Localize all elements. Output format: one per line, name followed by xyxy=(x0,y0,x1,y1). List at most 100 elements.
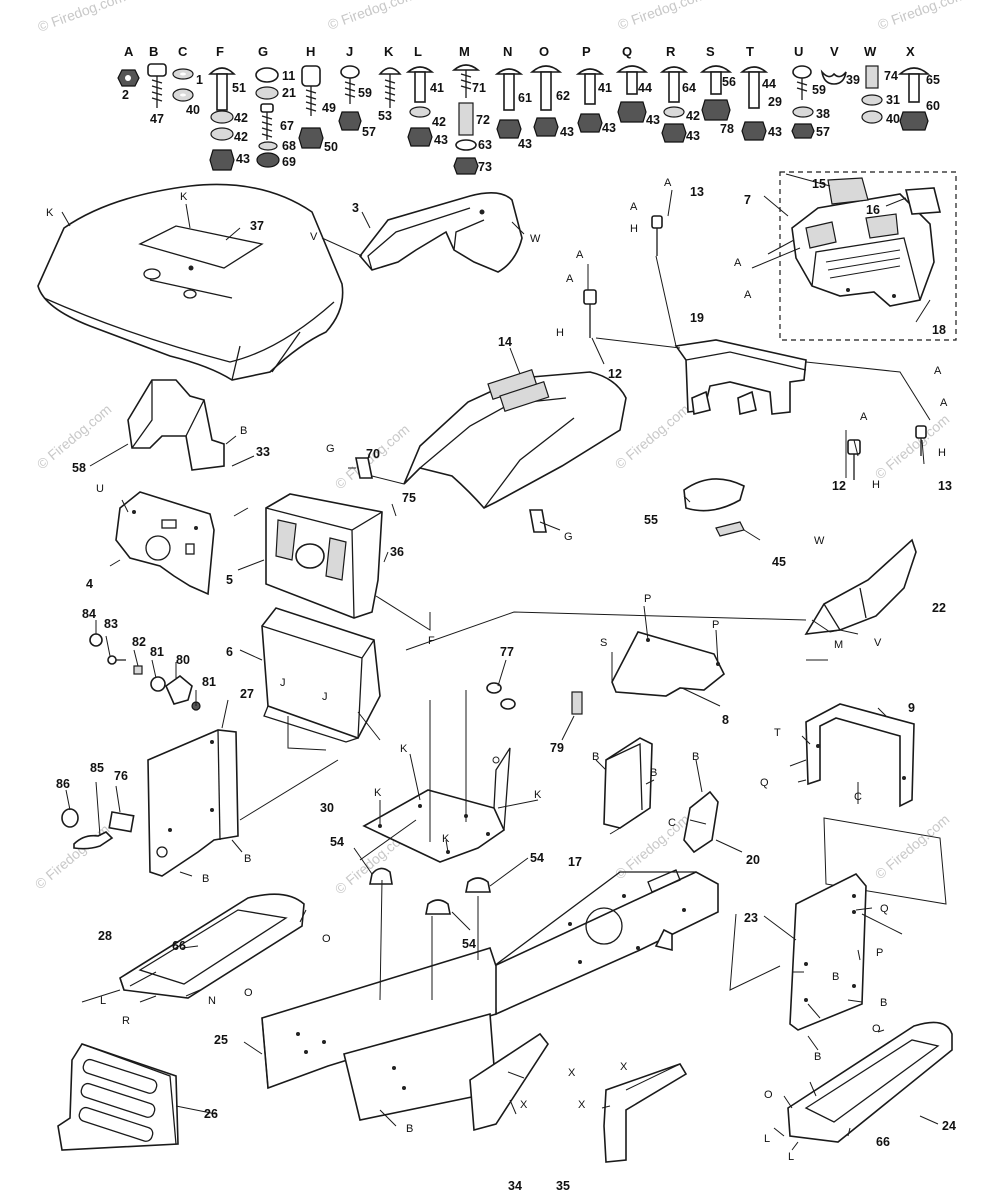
hw-number: 51 xyxy=(232,81,246,95)
fender-22 xyxy=(804,538,917,635)
callout-letter: Q xyxy=(760,777,769,789)
callout-letter: K xyxy=(46,207,54,219)
callout-letter: O xyxy=(872,1023,881,1035)
hw-number: 67 xyxy=(280,119,294,133)
part-number: 75 xyxy=(402,491,416,505)
hw-number: 43 xyxy=(236,152,250,166)
hw-number: 62 xyxy=(556,89,570,103)
part-number: 24 xyxy=(942,1119,956,1133)
step-24 xyxy=(787,1021,953,1143)
part-number: 66 xyxy=(876,1135,890,1149)
hw-number: 11 xyxy=(282,69,295,83)
callout-letter: Q xyxy=(880,903,889,915)
callout-letter: X xyxy=(520,1099,528,1111)
part-number: 58 xyxy=(72,461,86,475)
part-number: 26 xyxy=(204,1107,218,1121)
hw-letter: H xyxy=(306,44,315,59)
callout-letter: P xyxy=(644,593,651,605)
hw-letter: U xyxy=(794,44,803,59)
part-number: 54 xyxy=(530,851,544,865)
hood-37 xyxy=(37,183,344,381)
part-number: 20 xyxy=(746,853,760,867)
callout-letter: K xyxy=(180,191,188,203)
hardware-row: A B C F G H J K L M N O P Q R S T U V W … xyxy=(117,44,940,175)
hw-letter: V xyxy=(830,44,839,59)
part-number: 13 xyxy=(938,479,952,493)
seat-spring-12 xyxy=(583,289,861,480)
part-number: 76 xyxy=(114,769,128,783)
callout-letter: W xyxy=(814,535,825,547)
hw-number: 43 xyxy=(768,125,782,139)
watermark: © Firedog.com xyxy=(326,0,418,33)
callout-letter: X xyxy=(578,1099,586,1111)
hw-number: 72 xyxy=(476,113,490,127)
hw-number: 31 xyxy=(886,93,900,107)
hinge-70 xyxy=(355,457,547,533)
part-number: 9 xyxy=(908,701,915,715)
callout-letter: F xyxy=(428,635,435,647)
part-number: 13 xyxy=(690,185,704,199)
callout-letter: P xyxy=(876,947,883,959)
hw-number: 1 xyxy=(196,73,203,87)
part-number: 25 xyxy=(214,1033,228,1047)
hw-number: 59 xyxy=(812,83,826,97)
hw-number: 64 xyxy=(682,81,696,95)
bracket-16 xyxy=(904,187,942,215)
hw-letter: W xyxy=(864,44,877,59)
hw-number: 43 xyxy=(602,121,616,135)
callout-letter: A xyxy=(664,177,672,189)
console-5 xyxy=(265,493,383,619)
callout-letter: C xyxy=(668,817,676,829)
callout-letter: J xyxy=(322,691,328,703)
callout-letter: W xyxy=(530,233,541,245)
part-number: 55 xyxy=(644,513,658,527)
callout-letter: V xyxy=(310,231,318,243)
hw-number: 56 xyxy=(722,75,736,89)
part-number: 81 xyxy=(202,675,216,689)
hw-number: 49 xyxy=(322,101,336,115)
leader-lines xyxy=(61,173,939,1151)
hw-number: 38 xyxy=(816,107,830,121)
part-number: 33 xyxy=(256,445,270,459)
callout-letter: A xyxy=(734,257,742,269)
callout-letter: K xyxy=(442,833,450,845)
plate-panel xyxy=(823,817,947,905)
callout-letter: H xyxy=(938,447,946,459)
hw-letter: M xyxy=(459,44,470,59)
hw-number: 65 xyxy=(926,73,940,87)
callout-letter: G xyxy=(326,443,335,455)
part-45 xyxy=(715,521,745,537)
hw-letter: K xyxy=(384,44,394,59)
hw-letter: N xyxy=(503,44,512,59)
part-labels: 37 3 13 7 15 16 12 19 18 14 70 58 33 75 … xyxy=(56,177,956,1193)
watermark: © Firedog.com xyxy=(32,821,113,892)
hw-number: 42 xyxy=(234,111,248,125)
part-number: 27 xyxy=(240,687,254,701)
hw-number: 43 xyxy=(518,137,532,151)
hw-number: 78 xyxy=(720,122,734,136)
watermark: © Firedog.com xyxy=(876,0,968,33)
callout-letter: H xyxy=(556,327,564,339)
part-number: 80 xyxy=(176,653,190,667)
hw-number: 71 xyxy=(472,81,486,95)
callout-letter: G xyxy=(564,531,573,543)
bracket-20 xyxy=(683,790,719,854)
part-number: 82 xyxy=(132,635,146,649)
hw-letter: R xyxy=(666,44,676,59)
callout-letter: K xyxy=(400,743,408,755)
part-number: 6 xyxy=(226,645,233,659)
part-55 xyxy=(683,478,745,512)
clip-54 xyxy=(369,867,491,915)
seat-pan-7 xyxy=(779,171,957,341)
hw-letter: P xyxy=(582,44,591,59)
watermark: © Firedog.com xyxy=(36,0,128,35)
part-number: 66 xyxy=(172,939,186,953)
watermark: © Firedog.com xyxy=(616,0,708,33)
hw-number: 47 xyxy=(150,112,164,126)
bumper-26 xyxy=(57,1043,179,1151)
plate-8 xyxy=(611,631,726,697)
callout-letter: P xyxy=(712,619,719,631)
bracket-9 xyxy=(805,703,915,808)
callout-letter: O xyxy=(244,987,253,999)
hw-number: 44 xyxy=(762,77,776,91)
